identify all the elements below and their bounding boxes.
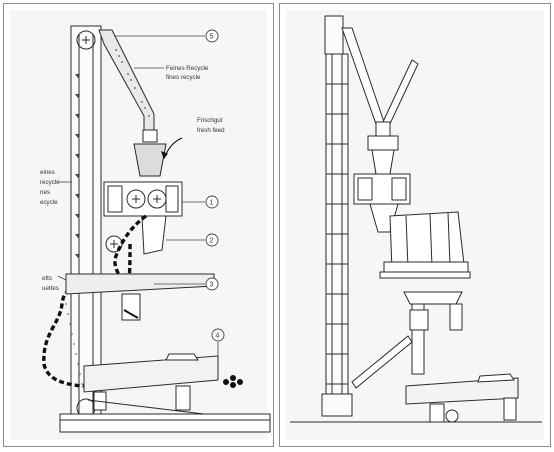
granulate-screen	[65, 273, 215, 321]
fines-return-stream	[65, 303, 83, 385]
fresh-feed-arrow	[161, 137, 183, 160]
machine-elevation-drawing	[290, 15, 542, 423]
process-flow-diagram: 5 1 2 3 4 Feines Recycle fines recycle F…	[40, 25, 271, 433]
label-recycle-cut-4: ecycle	[40, 199, 58, 206]
process-flow-diagram-panel: 5 1 2 3 4 Feines Recycle fines recycle F…	[3, 3, 274, 447]
product-pellets	[223, 375, 243, 388]
callout-2: 2	[210, 238, 214, 245]
screen-unit	[403, 291, 463, 375]
flake-crusher	[105, 215, 167, 255]
label-fines-cut-3: nes	[40, 189, 50, 196]
elevator-tower	[321, 15, 353, 417]
machine-elevation-panel	[279, 3, 551, 447]
label-recycle-cut-2: recycle	[40, 179, 60, 186]
callout-5: 5	[210, 34, 214, 41]
granulator-drum	[379, 211, 471, 279]
callout-4: 4	[216, 333, 220, 340]
bucket-elevator	[70, 25, 102, 422]
screw-feeder	[133, 129, 167, 177]
callout-leaders	[57, 35, 219, 356]
elevator-buckets	[75, 74, 80, 258]
label-briquettes-cut-2: uettes	[42, 285, 59, 292]
roller-compactor	[103, 181, 183, 217]
callout-1: 1	[210, 200, 214, 207]
compactor-press	[353, 173, 411, 233]
return-pipe	[351, 335, 413, 389]
label-fines-cut-1: eines	[40, 169, 55, 176]
label-fresh-feed-en: fresh feed	[197, 127, 225, 134]
fines-recycle-chute	[98, 29, 155, 133]
vibrating-screen	[83, 353, 219, 415]
callout-circles	[205, 29, 225, 342]
callout-3: 3	[210, 282, 214, 289]
label-briquettes-cut-1: etts	[42, 275, 52, 282]
lever-arm	[381, 59, 419, 129]
label-fines-recycle-de: Feines Recycle	[166, 65, 209, 72]
label-fresh-feed-de: Frischgut	[197, 117, 223, 124]
base-frame	[59, 413, 271, 433]
label-fines-recycle-en: fines recycle	[166, 74, 201, 81]
feeder-assembly	[367, 121, 399, 175]
bottom-vibrating-screen	[405, 373, 519, 423]
chute-particles	[115, 49, 150, 117]
